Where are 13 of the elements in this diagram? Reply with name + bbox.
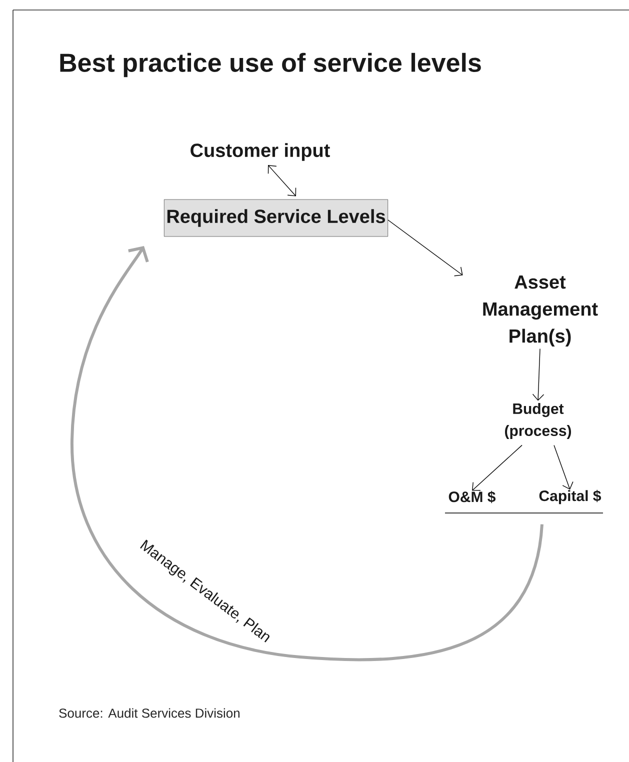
text-label: Budget (process)	[505, 403, 572, 439]
text-label: Asset Management Plan(s)	[483, 276, 598, 346]
arrow	[388, 220, 463, 276]
arrow	[532, 348, 544, 401]
process-box: Required Service Levels	[164, 199, 388, 237]
caption: Source: Audit Services Division	[59, 708, 240, 718]
text-label: Customer input	[190, 143, 330, 161]
title: Best practice use of service levels	[60, 52, 481, 78]
text-label: Capital $	[539, 490, 602, 504]
arrow	[554, 444, 574, 490]
curved-arrow	[70, 246, 544, 662]
arrow	[472, 444, 522, 491]
text-label: O&M $	[448, 490, 496, 504]
